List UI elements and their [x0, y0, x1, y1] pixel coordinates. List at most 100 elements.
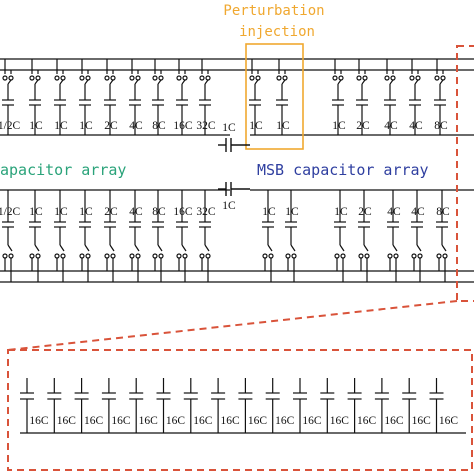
zoom-capacitor-3 — [101, 378, 116, 433]
bottom-lsb-capacitor-8 — [199, 190, 211, 282]
zoom-capacitor-8 — [238, 378, 253, 433]
bottom-msb-cap-label-0: 1C — [262, 206, 276, 218]
top-msb-cap-label-3: 2C — [356, 120, 370, 132]
top-lsb-cap-label-6: 8C — [152, 120, 166, 132]
zoom-capacitor-11 — [320, 378, 335, 433]
top-lsb-cap-label-0: 1/2C — [0, 120, 21, 132]
bottom-msb-cap-label-3: 2C — [358, 206, 372, 218]
perturbation-label-line2: injection — [239, 24, 315, 40]
top-lsb-cap-label-4: 2C — [104, 120, 118, 132]
zoom-capacitor-2 — [74, 378, 89, 433]
bottom-msb-cap-label-2: 1C — [334, 206, 348, 218]
top-lsb-cap-label-5: 4C — [129, 120, 143, 132]
top-msb-capacitor-0 — [249, 59, 261, 135]
bottom-lsb-cap-label-6: 8C — [152, 206, 166, 218]
zoom-capacitor-13 — [374, 378, 389, 433]
top-msb-cap-label-6: 8C — [434, 120, 448, 132]
bottom-lsb-cap-label-7: 16C — [173, 206, 193, 218]
zoom-cap-label-10: 16C — [302, 415, 322, 427]
zoom-cap-label-13: 16C — [384, 415, 404, 427]
zoom-capacitor-10 — [293, 378, 307, 433]
zoom-cap-label-12: 16C — [357, 415, 377, 427]
top-msb-cap-label-5: 4C — [409, 120, 423, 132]
zoom-capacitor-9 — [265, 378, 280, 433]
bottom-lsb-capacitor-3 — [79, 190, 91, 282]
zoom-cap-label-4: 16C — [139, 415, 159, 427]
top-lsb-capacitor-0 — [2, 59, 14, 135]
top-lsb-capacitor-1 — [29, 59, 41, 135]
perturbation-label-line1: Perturbation — [223, 3, 324, 19]
zoom-capacitor-1 — [47, 378, 62, 433]
top-msb-capacitor-2 — [332, 59, 344, 135]
top-msb-capacitor-5 — [409, 59, 421, 135]
bottom-coupling-capacitor — [218, 182, 250, 196]
zoom-cap-label-3: 16C — [111, 415, 131, 427]
top-msb-capacitor-array: 1C 1C 1C 2C 4C 4C 8C — [249, 59, 448, 135]
bottom-lsb-cap-label-2: 1C — [54, 206, 68, 218]
bottom-lsb-cap-label-8: 32C — [196, 206, 216, 218]
bottom-lsb-capacitor-4 — [104, 190, 116, 282]
top-msb-capacitor-1 — [276, 59, 288, 135]
bottom-msb-capacitor-2 — [334, 190, 346, 282]
top-lsb-cap-label-2: 1C — [54, 120, 68, 132]
bottom-lsb-cap-label-1: 1C — [29, 206, 43, 218]
top-lsb-cap-label-1: 1C — [29, 120, 43, 132]
bottom-bank-rails — [0, 189, 474, 283]
top-lsb-capacitor-7 — [176, 59, 188, 135]
top-msb-capacitor-3 — [356, 59, 368, 135]
zoom-cap-label-6: 16C — [193, 415, 213, 427]
bottom-lsb-cap-label-0: 1/2C — [0, 206, 21, 218]
top-lsb-cap-label-7: 16C — [173, 120, 193, 132]
top-msb-cap-label-0: 1C — [249, 120, 263, 132]
bottom-lsb-cap-label-3: 1C — [79, 206, 93, 218]
top-msb-cap-label-4: 4C — [384, 120, 398, 132]
bottom-lsb-capacitor-6 — [152, 190, 164, 282]
bottom-lsb-cap-label-4: 2C — [104, 206, 118, 218]
zoom-capacitor-15 — [429, 378, 444, 433]
lsb-array-label: apacitor array — [0, 161, 126, 179]
top-lsb-capacitor-6 — [152, 59, 164, 135]
msb-array-label: MSB capacitor array — [257, 161, 429, 179]
top-coupling-cap-label: 1C — [222, 122, 236, 134]
bottom-msb-capacitor-3 — [358, 190, 370, 282]
bottom-lsb-capacitor-7 — [176, 190, 188, 282]
bottom-msb-capacitor-1 — [285, 190, 297, 282]
top-msb-cap-label-2: 1C — [332, 120, 346, 132]
zoom-cap-label-11: 16C — [330, 415, 350, 427]
bottom-coupling-cap-label: 1C — [222, 200, 236, 212]
zoom-detail-box — [7, 349, 473, 471]
top-lsb-capacitor-8 — [199, 59, 211, 135]
zoom-capacitor-0 — [20, 378, 34, 433]
zoom-cap-label-0: 16C — [29, 415, 49, 427]
bottom-lsb-capacitor-0 — [2, 190, 14, 282]
top-lsb-capacitor-5 — [129, 59, 141, 135]
top-bank-rails — [0, 58, 474, 136]
bottom-msb-cap-label-5: 4C — [411, 206, 425, 218]
zoom-cap-label-2: 16C — [84, 415, 104, 427]
zoom-source-box — [456, 45, 474, 302]
zoom-cap-label-15: 16C — [439, 415, 459, 427]
bottom-msb-cap-label-4: 4C — [387, 206, 401, 218]
zoom-cap-label-8: 16C — [248, 415, 268, 427]
zoom-capacitor-4 — [129, 378, 144, 433]
zoom-capacitor-12 — [347, 378, 362, 433]
bottom-lsb-cap-label-5: 4C — [129, 206, 143, 218]
bottom-msb-capacitor-4 — [387, 190, 399, 282]
top-msb-capacitor-4 — [384, 59, 396, 135]
bottom-lsb-capacitor-1 — [29, 190, 41, 282]
top-lsb-cap-label-3: 1C — [79, 120, 93, 132]
bottom-lsb-capacitor-5 — [129, 190, 141, 282]
zoom-capacitor-7 — [211, 378, 226, 433]
top-lsb-capacitor-3 — [79, 59, 91, 135]
bottom-lsb-capacitor-2 — [54, 190, 66, 282]
top-msb-cap-label-1: 1C — [276, 120, 290, 132]
top-coupling-capacitor — [218, 138, 250, 152]
bottom-msb-cap-label-6: 8C — [436, 206, 450, 218]
bottom-msb-capacitor-6 — [436, 190, 448, 282]
zoom-capacitor-6 — [183, 378, 198, 433]
